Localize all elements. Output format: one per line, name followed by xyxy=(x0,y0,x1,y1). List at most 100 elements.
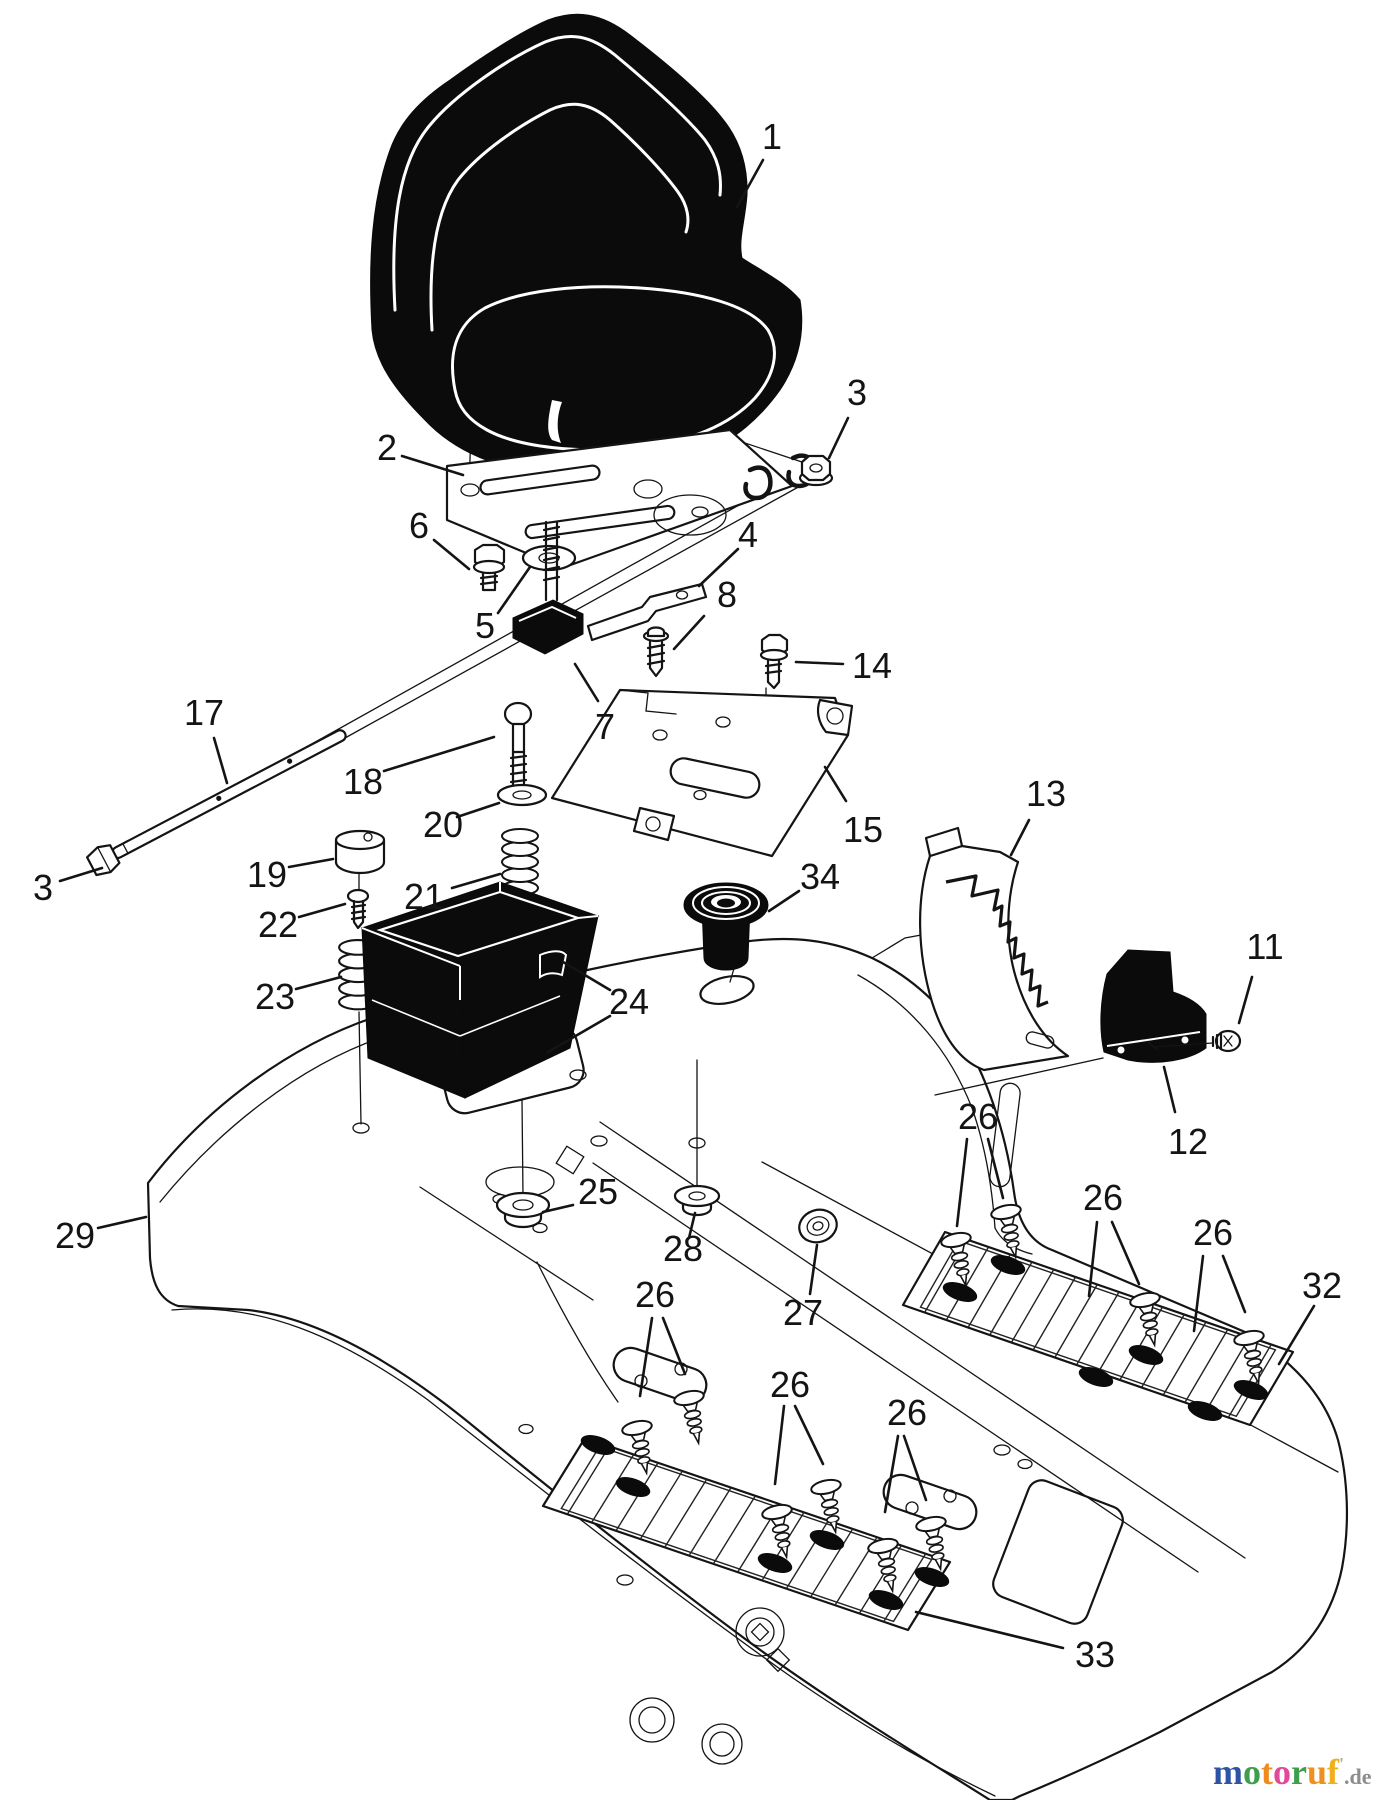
callout-label-29: 29 xyxy=(55,1215,95,1256)
callout-leader xyxy=(382,735,496,773)
callout-label-4: 4 xyxy=(738,514,758,555)
washer-20 xyxy=(496,783,548,807)
sector-bracket-13 xyxy=(919,826,1070,1072)
callout-leader xyxy=(1162,1065,1177,1114)
callout-label-11: 11 xyxy=(1246,926,1283,967)
callout-leader xyxy=(735,158,765,209)
callout-leader xyxy=(212,736,229,785)
callout-label-12: 12 xyxy=(1168,1121,1208,1162)
callout-label-5: 5 xyxy=(475,605,495,646)
callout-label-24: 24 xyxy=(609,981,649,1022)
callout-label-22: 22 xyxy=(258,904,298,945)
clamp-knob-7 xyxy=(512,520,584,655)
tread-hole xyxy=(615,1477,651,1497)
callout-label-26: 26 xyxy=(770,1364,810,1405)
callout-label-17: 17 xyxy=(184,692,224,733)
callout-label-20: 20 xyxy=(423,804,463,845)
callout-label-34: 34 xyxy=(800,856,840,897)
seat-mounting-plate-2 xyxy=(445,428,816,570)
tread-holes xyxy=(580,1255,1269,1610)
callout-leader xyxy=(455,801,501,819)
callout-leader xyxy=(823,765,848,803)
callout-label-19: 19 xyxy=(247,854,287,895)
callout-label-26: 26 xyxy=(635,1274,675,1315)
callout-leader xyxy=(496,565,532,615)
tread-hole xyxy=(580,1435,616,1455)
callout-label-3: 3 xyxy=(847,372,867,413)
callout-label-23: 23 xyxy=(255,976,295,1017)
bracket-4 xyxy=(586,582,708,642)
callout-label-3: 3 xyxy=(33,867,53,908)
callout-leader xyxy=(767,889,801,913)
callout-leader xyxy=(432,538,471,571)
screw-11 xyxy=(1147,1029,1242,1053)
callout-leader xyxy=(1009,818,1031,857)
callout-label-27: 27 xyxy=(783,1292,823,1333)
callout-leader xyxy=(914,1610,1065,1650)
tread-hole xyxy=(1233,1380,1269,1400)
callout-leader xyxy=(287,857,335,869)
screw-22 xyxy=(346,888,370,930)
footrest-mounting-strip xyxy=(612,1346,978,1531)
callout-leader xyxy=(638,1316,654,1398)
grommet-28 xyxy=(673,1137,721,1217)
tread-hole xyxy=(809,1530,845,1550)
callout-label-25: 25 xyxy=(578,1171,618,1212)
tread-hole xyxy=(1078,1367,1114,1387)
callout-label-26: 26 xyxy=(1083,1177,1123,1218)
callout-leader xyxy=(1277,1304,1316,1366)
grommet-25 xyxy=(485,1166,555,1229)
callout-leader xyxy=(1192,1254,1205,1333)
tread-hole xyxy=(1187,1401,1223,1421)
tread-hole xyxy=(990,1255,1026,1275)
motoruf-logo: motoruf'.de xyxy=(1213,1752,1372,1792)
callout-leader xyxy=(561,960,612,992)
cap-19 xyxy=(334,829,386,875)
callout-leader xyxy=(773,1404,786,1486)
callout-leader xyxy=(902,1434,928,1502)
screw-8 xyxy=(642,626,670,678)
callout-leader xyxy=(1221,1254,1247,1314)
callout-leader xyxy=(672,614,706,651)
callout-leader xyxy=(808,1243,819,1296)
carriage-bolt-18 xyxy=(503,701,533,790)
callout-label-2: 2 xyxy=(377,427,397,468)
callout-label-13: 13 xyxy=(1026,773,1066,814)
callout-label-28: 28 xyxy=(663,1228,703,1269)
support-plate-15 xyxy=(550,688,854,858)
callout-leader xyxy=(546,1014,612,1054)
callout-label-26: 26 xyxy=(1193,1212,1233,1253)
callout-leader xyxy=(541,1203,575,1214)
callout-leader xyxy=(1087,1220,1099,1298)
callout-label-1: 1 xyxy=(762,116,782,157)
callout-leader xyxy=(697,547,740,588)
callout-leader xyxy=(1237,975,1254,1025)
callout-leader xyxy=(450,872,502,890)
tool-box-24 xyxy=(360,881,600,1099)
callout-label-18: 18 xyxy=(343,761,383,802)
bushing-27 xyxy=(798,1208,838,1244)
tractor-seat xyxy=(370,13,803,474)
callout-label-14: 14 xyxy=(852,645,892,686)
right-footrest-pad xyxy=(901,1230,1295,1427)
callout-label-32: 32 xyxy=(1302,1265,1342,1306)
callout-label-7: 7 xyxy=(595,706,615,747)
tread-hole xyxy=(868,1590,904,1610)
callout-leader xyxy=(294,975,343,991)
callout-leader xyxy=(883,1434,900,1514)
callout-label-6: 6 xyxy=(409,505,429,546)
callout-label-8: 8 xyxy=(717,574,737,615)
flange-nut-3 xyxy=(798,454,834,487)
callout-leader xyxy=(986,1137,1005,1200)
callout-leader xyxy=(573,662,600,703)
callout-leader xyxy=(793,1404,825,1466)
callout-leader xyxy=(661,1316,687,1376)
callout-leader xyxy=(827,416,850,460)
screw-14 xyxy=(759,633,789,690)
callout-label-15: 15 xyxy=(843,809,883,850)
callout-leader xyxy=(794,660,845,666)
bracket-12 xyxy=(1100,949,1207,1063)
callout-leader xyxy=(58,866,104,883)
